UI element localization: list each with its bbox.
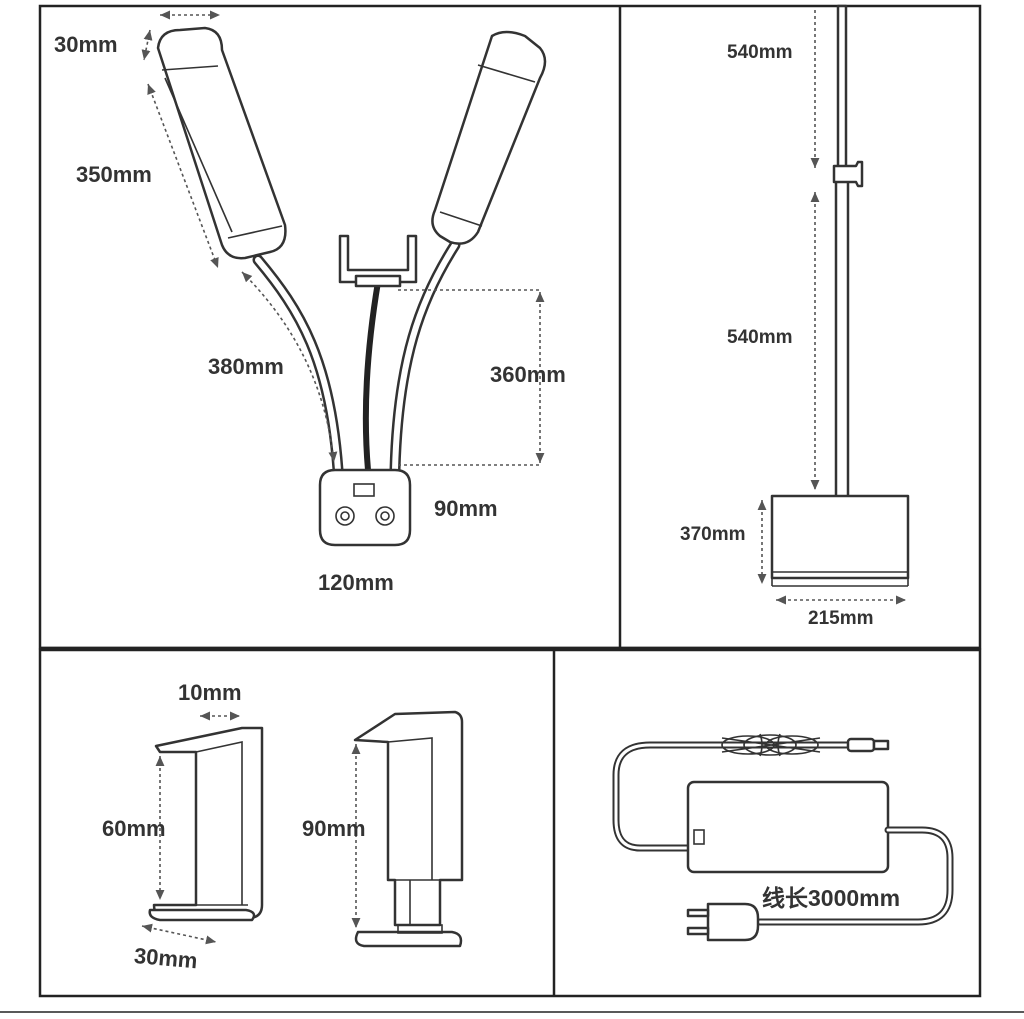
upper-pole bbox=[836, 4, 848, 178]
holder-height-label: 360mm bbox=[490, 362, 566, 387]
pole-lock-knob bbox=[832, 160, 864, 188]
dc-plug bbox=[846, 737, 890, 753]
upper-pole-label: 540mm bbox=[727, 42, 793, 63]
left-light-head bbox=[156, 26, 287, 260]
small-depth-label: 30mm bbox=[133, 943, 199, 973]
head-width-label: 30mm bbox=[54, 32, 118, 57]
base-width-label: 120mm bbox=[318, 570, 394, 595]
base-depth-label: 90mm bbox=[434, 496, 498, 521]
adapter-panel: 线长3000mm bbox=[612, 733, 954, 942]
head-length-label: 350mm bbox=[76, 162, 152, 187]
right-light-head bbox=[431, 30, 547, 245]
arm-length-label: 380mm bbox=[208, 354, 284, 379]
large-height-label: 90mm bbox=[302, 816, 366, 841]
base-length-label: 370mm bbox=[680, 524, 746, 545]
large-clip bbox=[353, 710, 464, 948]
lower-pole bbox=[834, 174, 850, 500]
base-width-label: 215mm bbox=[808, 608, 874, 629]
stand-base bbox=[770, 494, 910, 587]
phone-holder-gooseneck bbox=[362, 279, 381, 473]
lamp-base bbox=[318, 468, 412, 547]
lamp-panel: 30mm 350mm 380mm 360mm 90mm 120mm bbox=[54, 10, 566, 595]
small-gap-label: 10mm bbox=[178, 680, 242, 705]
right-arm-inner bbox=[392, 242, 458, 473]
stand-panel: 540mm 540mm 370mm 215mm bbox=[680, 4, 910, 629]
small-clip bbox=[148, 726, 264, 922]
cable-coil bbox=[721, 733, 821, 757]
phone-holder-clip bbox=[338, 234, 418, 288]
ac-plug bbox=[686, 902, 760, 942]
lower-pole-label: 540mm bbox=[727, 327, 793, 348]
small-height-label: 60mm bbox=[102, 816, 166, 841]
adapter-brick bbox=[686, 780, 890, 874]
panel-frames bbox=[0, 4, 1024, 1013]
clips-panel: 10mm 60mm 30mm 90mm bbox=[102, 680, 464, 973]
cable-length-label: 线长3000mm bbox=[762, 885, 900, 911]
